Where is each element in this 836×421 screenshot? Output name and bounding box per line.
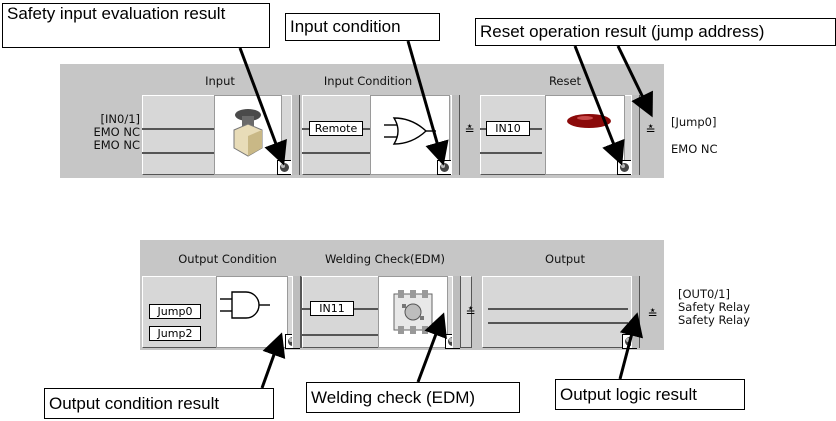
callout-output-condition-result: Output condition result — [44, 388, 274, 419]
header-output: Output — [545, 252, 585, 266]
edm-input-box[interactable]: IN11 — [310, 301, 354, 316]
welding-check-scroll-bar[interactable] — [452, 276, 461, 348]
jump-label-0: [Jump0] — [671, 115, 717, 129]
jump-label-1: EMO NC — [671, 142, 718, 156]
output-condition-scroll-bar[interactable] — [292, 276, 301, 348]
condition-jump2-box[interactable]: Jump2 — [149, 326, 201, 341]
header-input: Input — [205, 74, 235, 88]
input-line-1 — [142, 128, 214, 130]
output-block[interactable] — [482, 276, 640, 348]
leader-welding-check — [416, 312, 447, 383]
input-scroll-bar[interactable] — [291, 95, 300, 175]
header-welding-check: Welding Check(EDM) — [324, 252, 446, 266]
and-gate-icon — [220, 291, 270, 319]
input-label-1: EMO NC — [93, 125, 140, 139]
input-labels: [IN0/1] EMO NC EMO NC — [62, 113, 140, 152]
output-label-0: [OUT0/1] — [678, 287, 730, 301]
input-line-2 — [142, 152, 214, 154]
callout-safety-input-result: Safety input evaluation result — [2, 3, 270, 48]
output-label-2: Safety Relay — [678, 313, 751, 327]
output-line-2 — [488, 322, 628, 324]
leader-reset-2 — [616, 45, 653, 118]
header-reset: Reset — [548, 74, 582, 88]
reset-scroll-bar[interactable] — [631, 95, 640, 175]
double-chevron-icon[interactable]: ≛ — [464, 123, 475, 137]
output-scroll-bar[interactable] — [631, 276, 640, 348]
leader-safety-input — [238, 47, 287, 166]
edm-line-2 — [302, 334, 378, 336]
callout-reset-result: Reset operation result (jump address) — [475, 18, 836, 46]
header-output-condition: Output Condition — [178, 252, 277, 266]
output-line-1 — [488, 308, 628, 310]
leader-output-logic — [618, 312, 644, 380]
output-label-1: Safety Relay — [678, 300, 751, 314]
emergency-stop-button-icon — [233, 109, 263, 157]
double-chevron-icon[interactable]: ≛ — [645, 123, 656, 137]
leader-input-condition — [406, 40, 449, 166]
jump-labels: [Jump0] EMO NC — [671, 116, 718, 156]
reset-button-icon — [567, 114, 611, 128]
callout-input-condition: Input condition — [285, 13, 440, 41]
reset-input-box[interactable]: IN10 — [486, 121, 530, 136]
leader-reset-1 — [573, 45, 625, 166]
input-label-2: EMO NC — [93, 138, 140, 152]
top-label-strip — [60, 64, 664, 92]
output-labels: [OUT0/1] Safety Relay Safety Relay — [678, 288, 750, 327]
condition-input-box[interactable]: Remote — [309, 121, 363, 136]
double-chevron-icon[interactable]: ≛ — [647, 307, 658, 321]
or-gate-icon — [384, 117, 436, 145]
callout-output-logic-result: Output logic result — [555, 379, 745, 410]
condition-jump0-box[interactable]: Jump0 — [149, 304, 201, 319]
reset-line-2 — [480, 152, 542, 154]
double-chevron-icon[interactable]: ≛ — [465, 305, 476, 319]
leader-output-condition — [260, 332, 286, 389]
condition-line-2 — [302, 152, 372, 154]
condition-scroll-bar[interactable] — [451, 95, 460, 175]
header-input-condition: Input Condition — [323, 74, 413, 88]
input-label-0: [IN0/1] — [100, 112, 140, 126]
callout-welding-check: Welding check (EDM) — [306, 382, 520, 413]
